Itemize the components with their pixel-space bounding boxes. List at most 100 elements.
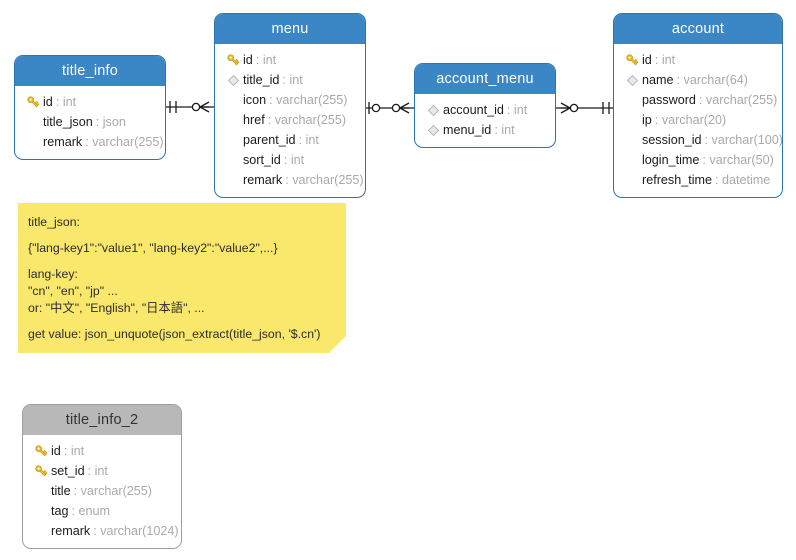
field-row[interactable]: title_json: json (15, 112, 165, 132)
field-name: name (642, 73, 674, 87)
field-row[interactable]: remark: varchar(255) (15, 132, 165, 152)
field-icon-none (622, 170, 642, 190)
field-name: remark (43, 135, 83, 149)
field-name: href (243, 113, 265, 127)
field-type-text: int (661, 53, 676, 67)
field-type-text: enum (78, 504, 111, 518)
field-icon-none (622, 110, 642, 130)
field-row[interactable]: id: int (23, 441, 181, 461)
field-row[interactable]: remark: varchar(1024) (23, 521, 181, 541)
field-icon-none (31, 501, 51, 521)
field-name: title_json (43, 115, 93, 129)
field-type: : varchar(255) (698, 93, 778, 107)
field-row[interactable]: sort_id: int (215, 150, 365, 170)
field-type-text: json (102, 115, 126, 129)
field-type: : int (494, 123, 515, 137)
key-icon (622, 50, 642, 70)
field-type-text: varchar(20) (661, 113, 727, 127)
key-icon (31, 461, 51, 481)
field-row[interactable]: title: varchar(255) (23, 481, 181, 501)
field-name: id (243, 53, 253, 67)
relationship-account_menu-account (556, 102, 613, 114)
field-row[interactable]: menu_id: int (415, 120, 555, 140)
field-row[interactable]: remark: varchar(255) (215, 170, 365, 190)
diamond-icon (622, 70, 642, 90)
field-row[interactable]: icon: varchar(255) (215, 90, 365, 110)
field-name: password (642, 93, 696, 107)
field-name: ip (642, 113, 652, 127)
field-type-text: int (94, 464, 108, 478)
diamond-icon (423, 100, 443, 120)
field-icon-none (31, 481, 51, 501)
field-row[interactable]: tag: enum (23, 501, 181, 521)
field-type-text: int (513, 103, 528, 117)
field-row[interactable]: name: varchar(64) (614, 70, 782, 90)
field-row[interactable]: set_id: int (23, 461, 181, 481)
note-line: lang-key: (28, 267, 78, 281)
title-json-note[interactable]: title_json:{"lang-key1":"value1", "lang-… (18, 203, 346, 353)
field-row[interactable]: account_id: int (415, 100, 555, 120)
field-type-text: varchar(255) (92, 135, 164, 149)
key-icon (223, 50, 243, 70)
field-type-text: varchar(255) (276, 93, 348, 107)
field-type-text: int (62, 95, 77, 109)
field-type: : varchar(1024) (93, 524, 179, 538)
field-type-text: varchar(50) (709, 153, 774, 167)
note-text: title_json:{"lang-key1":"value1", "lang-… (18, 203, 346, 341)
field-icon-none (223, 150, 243, 170)
field-type: : int (654, 53, 676, 67)
field-type: : varchar(100) (704, 133, 783, 147)
field-type: : enum (71, 504, 111, 518)
field-name: remark (243, 173, 283, 187)
field-row[interactable]: session_id: varchar(100) (614, 130, 782, 150)
field-type-text: int (70, 444, 85, 458)
field-name: id (642, 53, 652, 67)
field-type-text: int (501, 123, 515, 137)
field-icon-none (23, 112, 43, 132)
note-line: title_json: (28, 215, 80, 229)
entity-title-account: account (614, 14, 782, 44)
field-type: : int (298, 133, 319, 147)
field-type: : varchar(255) (85, 135, 164, 149)
field-row[interactable]: refresh_time: datetime (614, 170, 782, 190)
field-type: : datetime (715, 173, 771, 187)
field-row[interactable]: ip: varchar(20) (614, 110, 782, 130)
field-row[interactable]: login_time: varchar(50) (614, 150, 782, 170)
field-type: : int (282, 73, 303, 87)
field-row[interactable]: id: int (215, 50, 365, 70)
field-row[interactable]: href: varchar(255) (215, 110, 365, 130)
field-name: title_id (243, 73, 280, 87)
field-row[interactable]: id: int (15, 92, 165, 112)
field-type: : json (95, 115, 126, 129)
field-row[interactable]: id: int (614, 50, 782, 70)
field-row[interactable]: title_id: int (215, 70, 365, 90)
field-type: : int (87, 464, 108, 478)
field-icon-none (622, 130, 642, 150)
relationship-menu-account_menu (366, 102, 414, 114)
entity-title-menu: menu (215, 14, 365, 44)
field-type: : varchar(64) (676, 73, 748, 87)
field-row[interactable]: password: varchar(255) (614, 90, 782, 110)
diamond-icon (423, 120, 443, 140)
diamond-icon (223, 70, 243, 90)
field-type-text: varchar(255) (292, 173, 364, 187)
field-type-text: varchar(255) (705, 93, 778, 107)
field-row[interactable]: parent_id: int (215, 130, 365, 150)
field-type-text: varchar(1024) (100, 524, 179, 538)
field-name: session_id (642, 133, 702, 147)
field-name: set_id (51, 464, 85, 478)
field-name: parent_id (243, 133, 296, 147)
note-fold-corner (329, 336, 346, 353)
entity-title-title_info_2: title_info_2 (23, 405, 181, 435)
field-icon-none (223, 170, 243, 190)
field-type: : int (55, 95, 77, 109)
field-name: tag (51, 504, 69, 518)
